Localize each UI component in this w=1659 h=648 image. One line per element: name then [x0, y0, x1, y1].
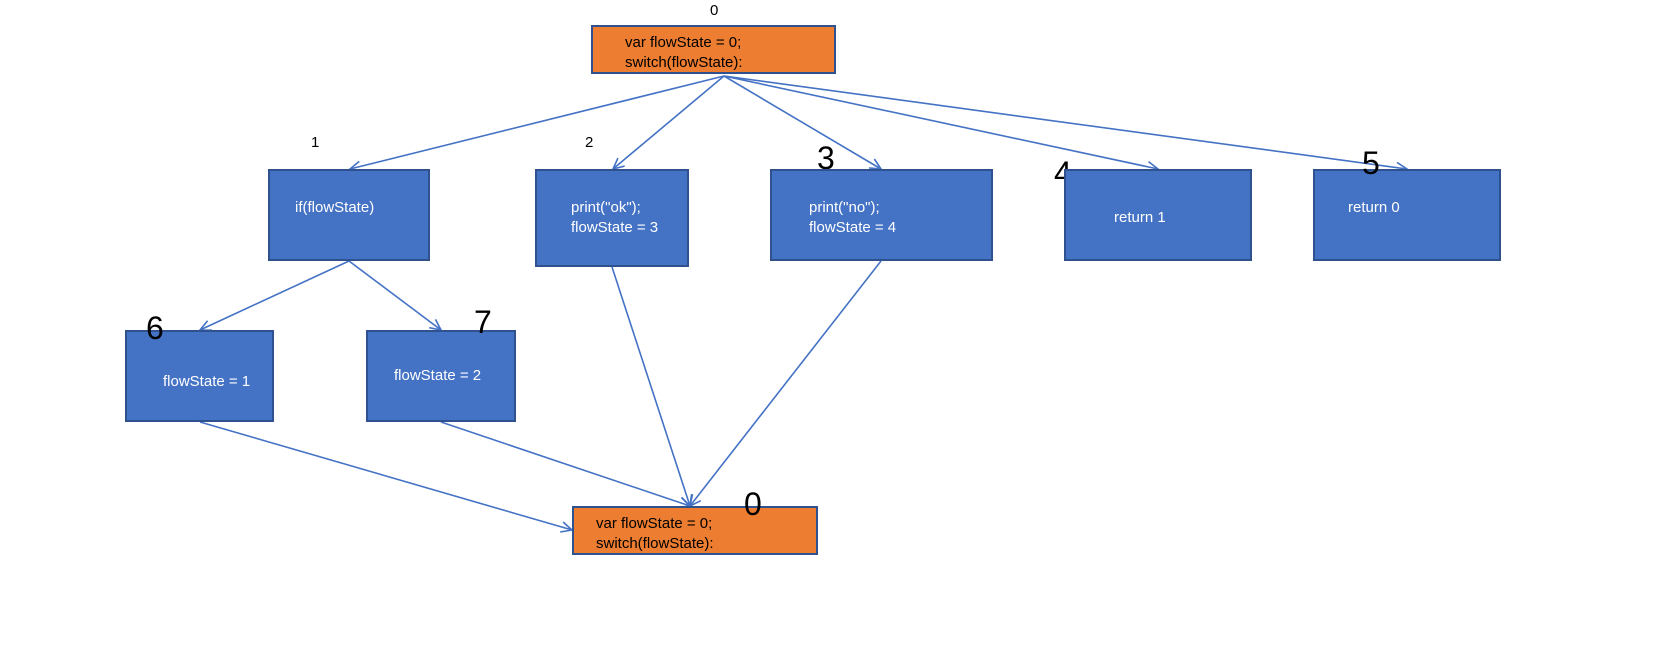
state-label-top-dispatcher: 0 [710, 2, 719, 19]
edge-case3-to-bottom_dispatcher [689, 260, 882, 507]
state-label-1: 1 [311, 134, 320, 151]
edge-case2-to-bottom_dispatcher [611, 266, 691, 507]
case-5-code: return 0 [1348, 199, 1400, 216]
state-label-7: 7 [474, 304, 492, 340]
state-label-2: 2 [585, 134, 594, 151]
state-label-5: 5 [1362, 145, 1380, 181]
state-label-bottom-dispatcher: 0 [744, 486, 762, 522]
case-3-block: print("no"); flowState = 4 [770, 169, 993, 261]
bottom-dispatcher-block: var flowState = 0; switch(flowState): [572, 506, 818, 555]
case-6-block: flowState = 1 [125, 330, 274, 422]
edge-case6-to-bottom_dispatcher [199, 421, 573, 531]
state-label-6: 6 [146, 310, 164, 346]
case-4-code: return 1 [1114, 209, 1166, 226]
arrowhead-case2-to-bottom_dispatcher [681, 494, 693, 508]
case-1-block: if(flowState) [268, 169, 430, 261]
edge-case7-to-bottom_dispatcher [440, 421, 691, 507]
state-label-3: 3 [817, 140, 835, 176]
case-3-code: print("no"); flowState = 4 [809, 199, 897, 236]
edge-top_dispatcher-to-case4 [723, 75, 1159, 170]
edge-case1-to-case6 [199, 260, 350, 331]
case-7-code: flowState = 2 [394, 367, 482, 384]
arrowhead-case1-to-case7 [429, 318, 443, 332]
case-1-code: if(flowState) [295, 199, 375, 216]
arrowhead-case1-to-case6 [198, 320, 213, 331]
case-4-block: return 1 [1064, 169, 1252, 261]
arrowhead-top_dispatcher-to-case3 [868, 158, 883, 170]
arrowhead-case3-to-bottom_dispatcher [688, 494, 702, 508]
edge-case1-to-case7 [348, 260, 442, 331]
edge-top_dispatcher-to-case2 [612, 75, 725, 170]
case-7-block: flowState = 2 [366, 330, 516, 422]
top-dispatcher-code: var flowState = 0; switch(flowState): [625, 34, 743, 71]
arrowhead-top_dispatcher-to-case2 [611, 157, 625, 171]
case-6-code: flowState = 1 [163, 373, 251, 390]
top-dispatcher-block: var flowState = 0; switch(flowState): [591, 25, 836, 74]
edge-top_dispatcher-to-case3 [723, 75, 882, 170]
case-2-code: print("ok"); flowState = 3 [571, 199, 659, 236]
bottom-dispatcher-code: var flowState = 0; switch(flowState): [596, 515, 714, 552]
case-5-block: return 0 [1313, 169, 1501, 261]
edge-top_dispatcher-to-case1 [349, 75, 725, 170]
case-2-block: print("ok"); flowState = 3 [535, 169, 689, 267]
arrowhead-case6-to-bottom_dispatcher [560, 521, 574, 533]
